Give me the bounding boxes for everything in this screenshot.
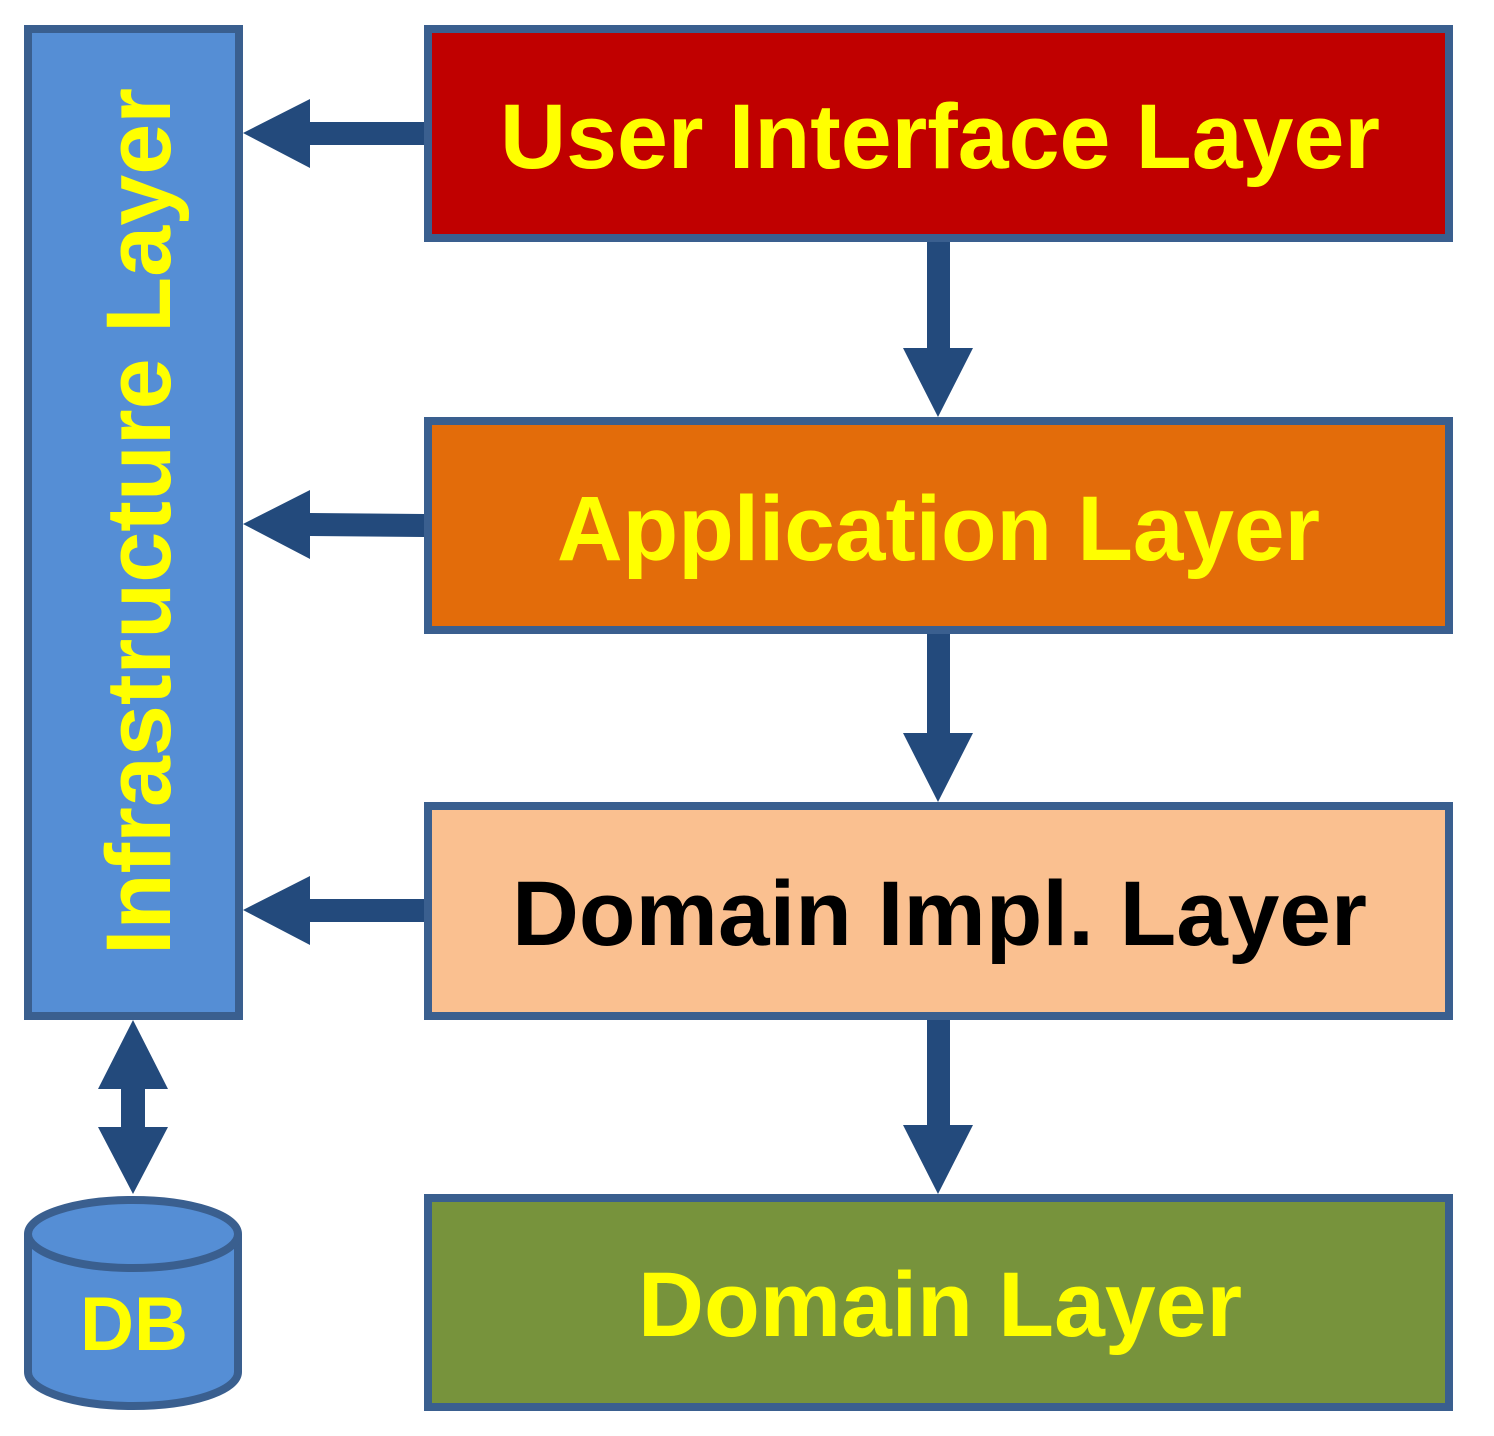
domain-layer-label: Domain Layer: [638, 1254, 1242, 1356]
domain-layer: Domain Layer: [424, 1194, 1453, 1411]
user-interface-layer: User Interface Layer: [424, 25, 1453, 242]
arrow-ui-to-application: [903, 242, 973, 417]
domain-impl-layer: Domain Impl. Layer: [424, 802, 1453, 1020]
user-interface-layer-label: User Interface Layer: [500, 86, 1380, 188]
application-layer: Application Layer: [424, 417, 1453, 634]
domain-impl-layer-label: Domain Impl. Layer: [512, 863, 1367, 965]
database-cylinder: DB: [24, 1196, 242, 1410]
infrastructure-layer: Infrastructure Layer: [24, 25, 243, 1020]
application-layer-label: Application Layer: [557, 478, 1320, 580]
arrow-domain-impl-to-domain: [903, 1020, 973, 1194]
arrow-ui-to-infrastructure: [243, 99, 424, 168]
arrow-domain-impl-to-infrastructure: [243, 876, 424, 945]
arrow-infrastructure-db-bidirectional: [98, 1020, 168, 1194]
infrastructure-layer-label: Infrastructure Layer: [88, 88, 190, 955]
arrow-application-to-infrastructure: [243, 490, 424, 559]
arrow-application-to-domain-impl: [903, 634, 973, 802]
database-label: DB: [80, 1282, 188, 1367]
